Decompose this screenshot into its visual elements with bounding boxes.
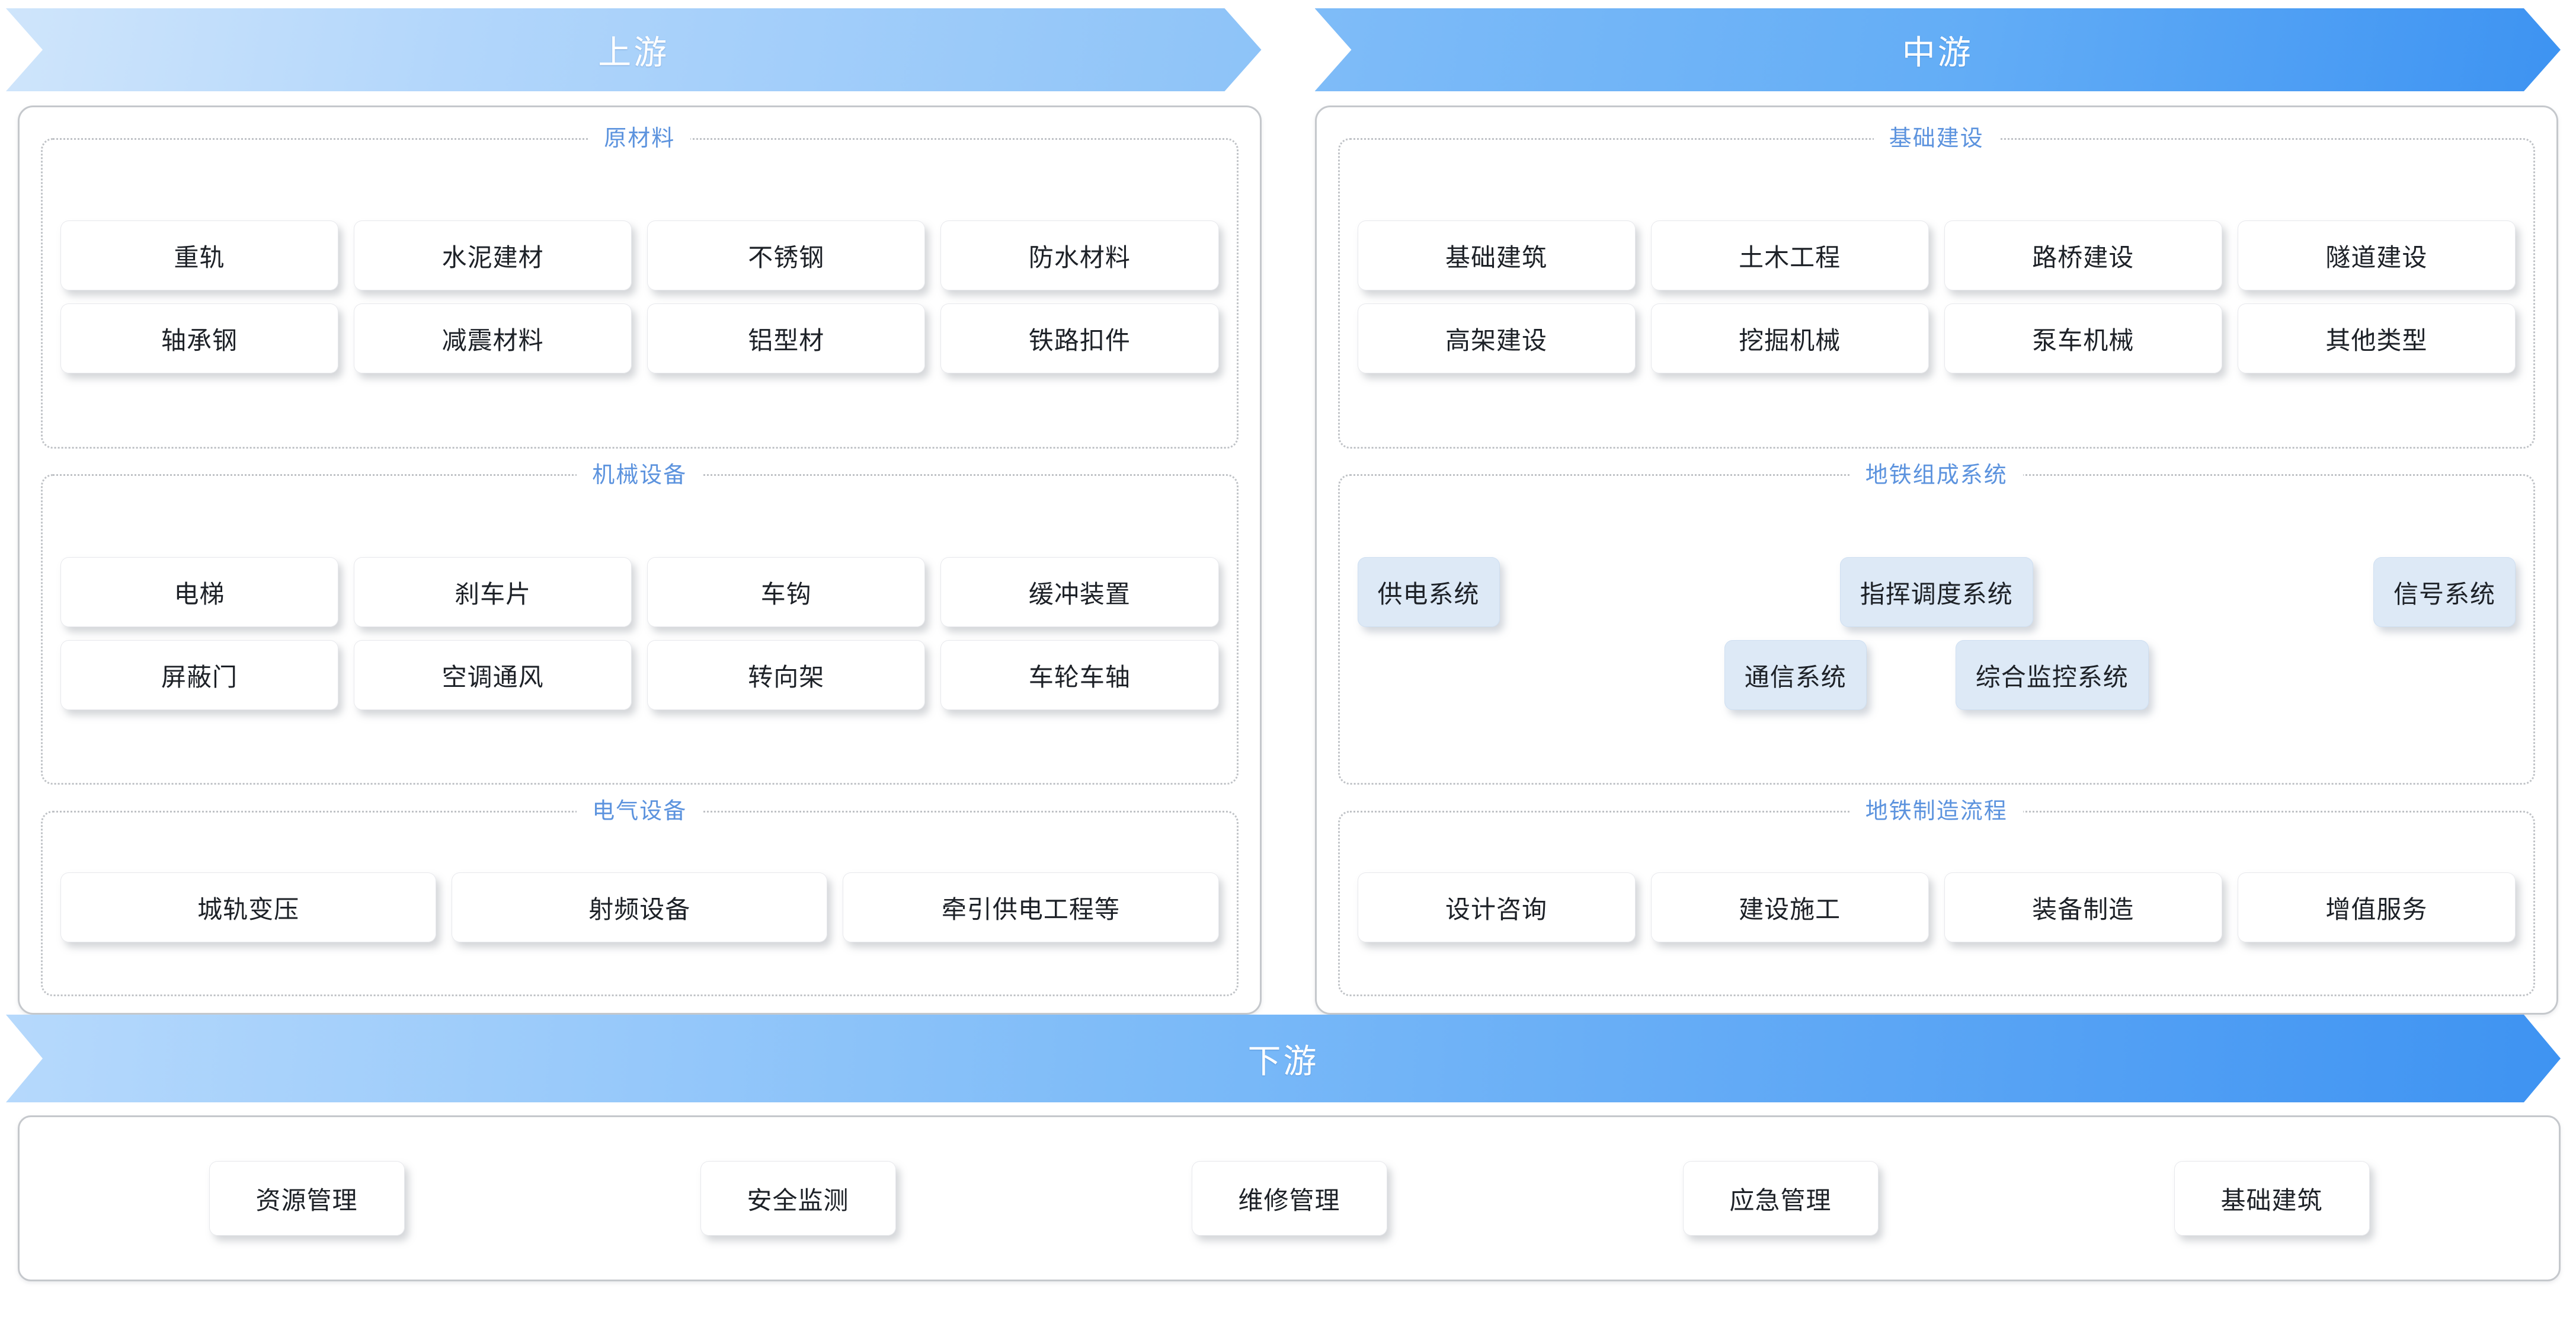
chip-item[interactable]: 轴承钢 [60, 303, 339, 374]
chip-item[interactable]: 基础建筑 [2174, 1161, 2370, 1236]
chip-item[interactable]: 通信系统 [1724, 640, 1867, 711]
chip-item[interactable]: 基础建筑 [1357, 220, 1636, 291]
chip-item[interactable]: 牵引供电工程等 [843, 872, 1219, 943]
chip-item[interactable]: 其他类型 [2237, 303, 2516, 374]
group-infrastructure-title: 基础建设 [1889, 126, 1984, 151]
chip-item[interactable]: 铁路扣件 [940, 303, 1219, 374]
chip-item[interactable]: 挖掘机械 [1650, 303, 1929, 374]
chip-item[interactable]: 缓冲装置 [940, 557, 1219, 628]
chip-item[interactable]: 刹车片 [354, 557, 632, 628]
stage-column-midstream: 中游 基础建设 基础建筑 土木工程 路桥建设 隧道建设 高架建设 挖掘机械 泵车… [1304, 0, 2576, 1015]
chip-item[interactable]: 装备制造 [1944, 872, 2222, 943]
chip-row: 重轨 水泥建材 不锈钢 防水材料 [60, 220, 1219, 291]
chip-row: 电梯 刹车片 车钩 缓冲装置 [60, 557, 1219, 628]
chip-row: 供电系统 指挥调度系统 信号系统 [1357, 557, 2516, 628]
stage-row-top: 上游 原材料 重轨 水泥建材 不锈钢 防水材料 轴承钢 减震材料 铝型材 [0, 0, 2576, 1015]
chip-item[interactable]: 隧道建设 [2237, 220, 2516, 291]
panel-downstream: 资源管理 安全监测 维修管理 应急管理 基础建筑 [18, 1115, 2561, 1281]
chip-item[interactable]: 转向架 [647, 640, 926, 711]
panel-upstream: 原材料 重轨 水泥建材 不锈钢 防水材料 轴承钢 减震材料 铝型材 铁路扣件 [18, 105, 1262, 1015]
chip-item[interactable]: 高架建设 [1357, 303, 1636, 374]
chip-item[interactable]: 车钩 [647, 557, 926, 628]
chip-item[interactable]: 指挥调度系统 [1839, 557, 2033, 628]
banner-downstream-label: 下游 [1247, 1042, 1319, 1080]
chip-item[interactable]: 安全监测 [700, 1161, 896, 1236]
chip-item[interactable]: 铝型材 [647, 303, 926, 374]
group-metro-manufacturing-process-title: 地铁制造流程 [1865, 799, 2008, 824]
group-infrastructure: 基础建设 基础建筑 土木工程 路桥建设 隧道建设 高架建设 挖掘机械 泵车机械 … [1337, 126, 2535, 449]
group-mechanical-equipment-title: 机械设备 [592, 462, 687, 488]
chip-item[interactable]: 综合监控系统 [1955, 640, 2149, 711]
chip-item[interactable]: 屏蔽门 [60, 640, 339, 711]
group-mechanical-equipment: 机械设备 电梯 刹车片 车钩 缓冲装置 屏蔽门 空调通风 转向架 车轮车轴 [41, 462, 1239, 785]
banner-upstream: 上游 [6, 8, 1262, 91]
chip-item[interactable]: 路桥建设 [1944, 220, 2222, 291]
chip-row: 设计咨询 建设施工 装备制造 增值服务 [1357, 872, 2516, 943]
group-electrical-equipment-title: 电气设备 [592, 799, 687, 824]
stage-section-downstream: 下游 资源管理 安全监测 维修管理 应急管理 基础建筑 [0, 1015, 2576, 1281]
chip-item[interactable]: 减震材料 [354, 303, 632, 374]
chip-item[interactable]: 车轮车轴 [940, 640, 1219, 711]
chip-row: 轴承钢 减震材料 铝型材 铁路扣件 [60, 303, 1219, 374]
group-electrical-equipment: 电气设备 城轨变压 射频设备 牵引供电工程等 [41, 800, 1239, 996]
group-raw-materials-title: 原材料 [604, 126, 676, 151]
chip-item[interactable]: 重轨 [60, 220, 339, 291]
group-raw-materials: 原材料 重轨 水泥建材 不锈钢 防水材料 轴承钢 减震材料 铝型材 铁路扣件 [41, 127, 1239, 449]
chip-item[interactable]: 信号系统 [2373, 557, 2516, 628]
chip-item[interactable]: 空调通风 [354, 640, 632, 711]
chip-item[interactable]: 增值服务 [2237, 872, 2516, 943]
chip-item[interactable]: 电梯 [60, 557, 339, 628]
chip-row: 城轨变压 射频设备 牵引供电工程等 [60, 872, 1219, 943]
chip-row: 通信系统 综合监控系统 [1358, 640, 2516, 711]
chip-item[interactable]: 应急管理 [1682, 1161, 1879, 1236]
chip-item[interactable]: 泵车机械 [1944, 303, 2222, 374]
chip-item[interactable]: 维修管理 [1191, 1161, 1387, 1236]
stage-column-upstream: 上游 原材料 重轨 水泥建材 不锈钢 防水材料 轴承钢 减震材料 铝型材 [0, 0, 1272, 1015]
chip-item[interactable]: 防水材料 [940, 220, 1219, 291]
chip-item[interactable]: 水泥建材 [354, 220, 632, 291]
chip-item[interactable]: 不锈钢 [647, 220, 926, 291]
chip-row: 基础建筑 土木工程 路桥建设 隧道建设 [1357, 220, 2516, 291]
banner-midstream-label: 中游 [1902, 33, 1973, 71]
banner-midstream: 中游 [1315, 8, 2561, 91]
chip-item[interactable]: 射频设备 [452, 872, 828, 943]
chip-item[interactable]: 土木工程 [1650, 220, 1929, 291]
group-metro-manufacturing-process: 地铁制造流程 设计咨询 建设施工 装备制造 增值服务 [1337, 799, 2535, 996]
chip-item[interactable]: 城轨变压 [60, 872, 437, 943]
chip-row: 屏蔽门 空调通风 转向架 车轮车轴 [60, 640, 1219, 711]
group-metro-composition-system-title: 地铁组成系统 [1865, 462, 2008, 488]
chip-item[interactable]: 建设施工 [1650, 872, 1929, 943]
chip-row: 高架建设 挖掘机械 泵车机械 其他类型 [1357, 303, 2516, 374]
banner-upstream-label: 上游 [598, 33, 670, 71]
chip-item[interactable]: 设计咨询 [1357, 872, 1636, 943]
banner-downstream: 下游 [6, 1015, 2561, 1102]
group-metro-composition-system: 地铁组成系统 供电系统 指挥调度系统 信号系统 通信系统 综合监控系统 [1337, 462, 2535, 785]
chip-item[interactable]: 资源管理 [209, 1161, 405, 1236]
panel-midstream: 基础建设 基础建筑 土木工程 路桥建设 隧道建设 高架建设 挖掘机械 泵车机械 … [1314, 105, 2558, 1015]
chip-item[interactable]: 供电系统 [1357, 557, 1500, 628]
